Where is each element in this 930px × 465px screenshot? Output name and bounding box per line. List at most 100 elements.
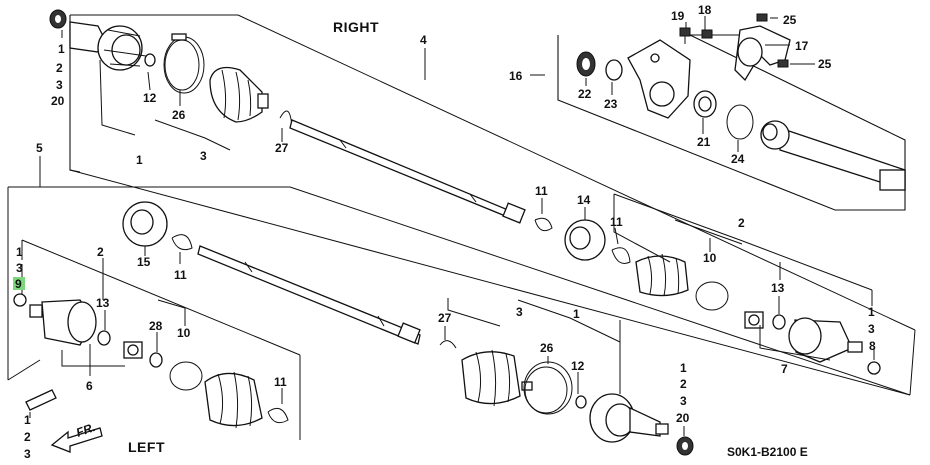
callout: 18 [698,3,712,17]
callout: 1 [680,361,687,375]
callout: 1 [136,153,143,167]
bearing-21 [693,90,717,118]
snap-ring-12a [144,53,156,67]
callout: 25 [818,57,832,71]
callout: 24 [731,152,745,166]
bracket-16 [627,39,691,119]
callout: 23 [604,97,618,111]
callout: 3 [200,149,207,163]
bolt-25a [756,13,768,22]
bolt-19 [679,27,691,44]
callout: 6 [86,379,93,393]
diagram-code: S0K1-B2100 E [727,445,808,459]
callout: 4 [420,33,427,47]
hub-nut-bottom [676,436,694,456]
callout: 8 [869,339,876,353]
seal-22 [576,51,596,77]
band-11d [267,407,289,424]
callout: 7 [781,362,788,376]
callout: 20 [676,411,690,425]
callout: 3 [680,394,687,408]
boot-left [204,371,263,429]
callout: 3 [16,261,23,275]
ring-13b [97,330,111,346]
boot-upper [209,66,269,123]
callout: 10 [703,251,717,265]
callout: 19 [671,9,685,23]
callout: 5 [36,141,43,155]
callout: 1 [868,305,875,319]
leader-lines [21,16,875,436]
intermediate-shaft [760,120,906,191]
ring-13a [772,314,786,330]
callout: 11 [535,184,548,198]
callout: 28 [149,319,163,333]
callout: 20 [51,94,65,108]
callout: 10 [177,326,191,340]
callout: 2 [97,245,104,259]
callout: 27 [438,311,452,325]
callout: 16 [509,69,523,83]
band-10b [169,361,203,391]
left-assembly-frame [7,186,911,440]
callout: 14 [577,193,591,207]
callout: 27 [275,141,289,155]
callout: 1 [58,42,65,56]
tripod-28 [123,341,143,359]
callout: 26 [540,341,554,355]
callout: 26 [172,108,186,122]
inner-housing-7 [788,317,863,363]
callout: 3 [56,78,63,92]
bolt-18 [701,29,713,39]
band-11b [611,247,631,264]
band-10a [695,281,729,311]
ring-24 [726,104,754,140]
hub-nut-top [49,9,67,29]
band-11a [534,217,553,232]
title-right: RIGHT [333,19,379,35]
callout: 11 [174,268,187,282]
ring-23 [605,59,623,81]
driveshaft-upper [289,119,526,224]
driveshaft-lower [197,245,421,345]
callout: 2 [56,61,63,75]
ring-10-small [149,352,163,368]
ring-9 [13,293,27,307]
inner-joint-15 [122,201,168,247]
callout: 3 [24,447,31,461]
callout: 2 [24,430,31,444]
clip-small [521,381,533,391]
outer-joint-lower [589,393,669,443]
callout: 3 [516,305,523,319]
title-left: LEFT [128,439,165,455]
front-label: FR. [74,420,97,440]
clip-27b [439,340,457,349]
bolt-25b [777,59,789,68]
highlight-marker [13,277,25,290]
dust-cap-bl [25,389,57,411]
tripod-right [744,311,764,329]
inner-housing-6 [29,299,97,346]
callout: 3 [868,322,875,336]
callout: 12 [143,91,157,105]
boot-band-26a [163,33,205,94]
boot-right [635,253,689,297]
callout: 1 [24,413,31,427]
outer-joint-upper [69,21,147,71]
callouts: 1 2 3 20 12 26 1 3 27 4 5 19 18 25 17 25… [13,3,876,461]
callout: 22 [578,87,592,101]
callout: 2 [738,216,745,230]
callout: 21 [697,135,711,149]
callout: 1 [16,245,23,259]
callout: 11 [274,375,287,389]
ring-8 [867,361,881,375]
band-11c [171,234,193,251]
callout: 12 [571,359,585,373]
front-arrow-icon [50,427,103,453]
callout: 13 [96,296,110,310]
callout-highlighted: 9 [15,277,22,291]
callout: 11 [610,215,623,229]
boot-lower-right [461,349,521,407]
callout: 17 [795,39,809,53]
